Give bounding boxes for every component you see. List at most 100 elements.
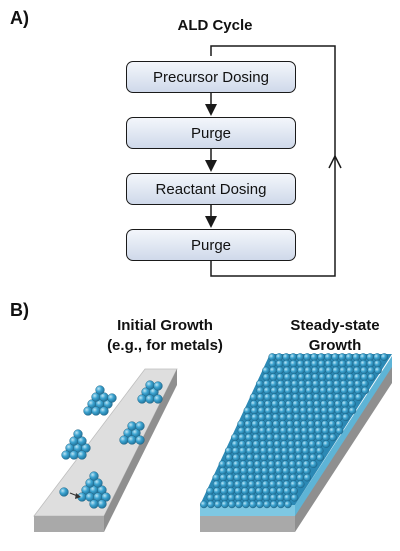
- film-atom: [325, 379, 334, 388]
- film-atom: [268, 359, 277, 368]
- film-atom: [268, 480, 277, 489]
- film-atom: [290, 493, 299, 502]
- film-atom: [206, 487, 214, 495]
- film-atom: [341, 406, 350, 415]
- initial-substrate: [33, 368, 178, 532]
- island-5-atom: [89, 471, 99, 481]
- film-atom: [335, 426, 344, 435]
- film-atom: [334, 413, 343, 422]
- film-atom: [313, 400, 321, 408]
- film-atom: [282, 473, 291, 482]
- film-atom: [264, 406, 273, 415]
- film-atom: [249, 500, 257, 509]
- film-atom: [234, 487, 242, 495]
- film-atom: [268, 353, 277, 361]
- film-atom: [367, 366, 375, 375]
- film-atom: [302, 460, 311, 469]
- film-atom: [275, 473, 284, 482]
- film-atom: [289, 467, 297, 475]
- film-atom: [308, 440, 317, 448]
- step-reactant-dosing: Reactant Dosing: [126, 173, 296, 205]
- film-atom: [226, 480, 235, 489]
- film-atom: [354, 393, 363, 402]
- film-atom: [327, 400, 335, 408]
- film-atom: [287, 440, 296, 448]
- film-atom: [238, 446, 247, 455]
- film-atom: [296, 480, 305, 489]
- step-precursor-dosing: Precursor Dosing: [126, 61, 296, 93]
- film-atom: [309, 453, 317, 462]
- film-atom: [317, 359, 326, 368]
- film-atom: [237, 426, 246, 435]
- film-atom: [276, 366, 284, 375]
- film-atom: [269, 379, 278, 388]
- island-3-atom: [61, 450, 71, 460]
- film-atom: [239, 460, 248, 469]
- film-atom: [244, 426, 253, 435]
- lone-adatom: [59, 487, 69, 497]
- film-atom: [335, 420, 343, 428]
- film-atom: [285, 406, 294, 415]
- film-atom: [300, 426, 309, 435]
- film-atom: [268, 467, 276, 475]
- film-atom: [332, 379, 341, 388]
- film-atom: [240, 480, 249, 489]
- film-atom: [327, 406, 336, 415]
- film-atom: [269, 487, 277, 495]
- film-atom: [247, 480, 256, 489]
- film-atom: [241, 493, 250, 502]
- film-atom: [295, 460, 304, 469]
- film-atom: [289, 480, 298, 489]
- film-atom: [277, 386, 286, 395]
- film-atom: [232, 453, 240, 462]
- film-atom: [296, 359, 305, 368]
- film-atom: [359, 359, 368, 368]
- film-atom: [304, 379, 313, 388]
- film-atom: [348, 400, 356, 408]
- film-atom: [345, 359, 354, 368]
- film-atom: [227, 493, 236, 502]
- film-atom: [274, 460, 283, 469]
- film-atom: [282, 353, 291, 361]
- film-atom: [231, 433, 239, 442]
- film-atom: [266, 446, 275, 455]
- film-atom: [313, 413, 322, 422]
- film-atom: [345, 353, 354, 361]
- film-atom: [319, 393, 328, 402]
- film-atom: [238, 440, 247, 448]
- ald-cycle-diagram: [205, 45, 342, 277]
- island-5-atom: [97, 485, 107, 495]
- film-atom: [259, 446, 268, 455]
- film-atom: [235, 500, 243, 509]
- film-atom: [266, 440, 275, 448]
- island-5-atom: [101, 492, 111, 502]
- island-4-atom: [119, 435, 129, 445]
- film-atom: [315, 440, 324, 448]
- film-atom: [248, 487, 256, 495]
- steady-substrate-front: [200, 515, 295, 532]
- island-3-atom: [81, 443, 91, 453]
- film-atom: [269, 366, 277, 375]
- film-atom: [262, 379, 271, 388]
- island-4-atom: [135, 421, 145, 431]
- film-atom: [226, 473, 235, 482]
- island-2-atom: [137, 394, 147, 404]
- film-atom: [283, 366, 291, 375]
- film-atom: [257, 413, 266, 422]
- film-atom: [276, 379, 285, 388]
- film-atom: [255, 379, 264, 388]
- island-1-atom: [95, 385, 105, 395]
- film-atom: [320, 406, 329, 415]
- film-atom: [270, 500, 278, 509]
- film-atom: [301, 440, 310, 448]
- film-atom: [280, 433, 288, 442]
- film-atom: [360, 366, 368, 375]
- film-atom: [288, 460, 297, 469]
- film-atom: [257, 406, 266, 415]
- film-atom: [346, 379, 355, 388]
- film-atom: [287, 446, 296, 455]
- island-3-atom: [73, 429, 83, 439]
- film-atom: [256, 500, 264, 509]
- film-atom: [280, 440, 289, 448]
- island-4-atom: [135, 435, 145, 445]
